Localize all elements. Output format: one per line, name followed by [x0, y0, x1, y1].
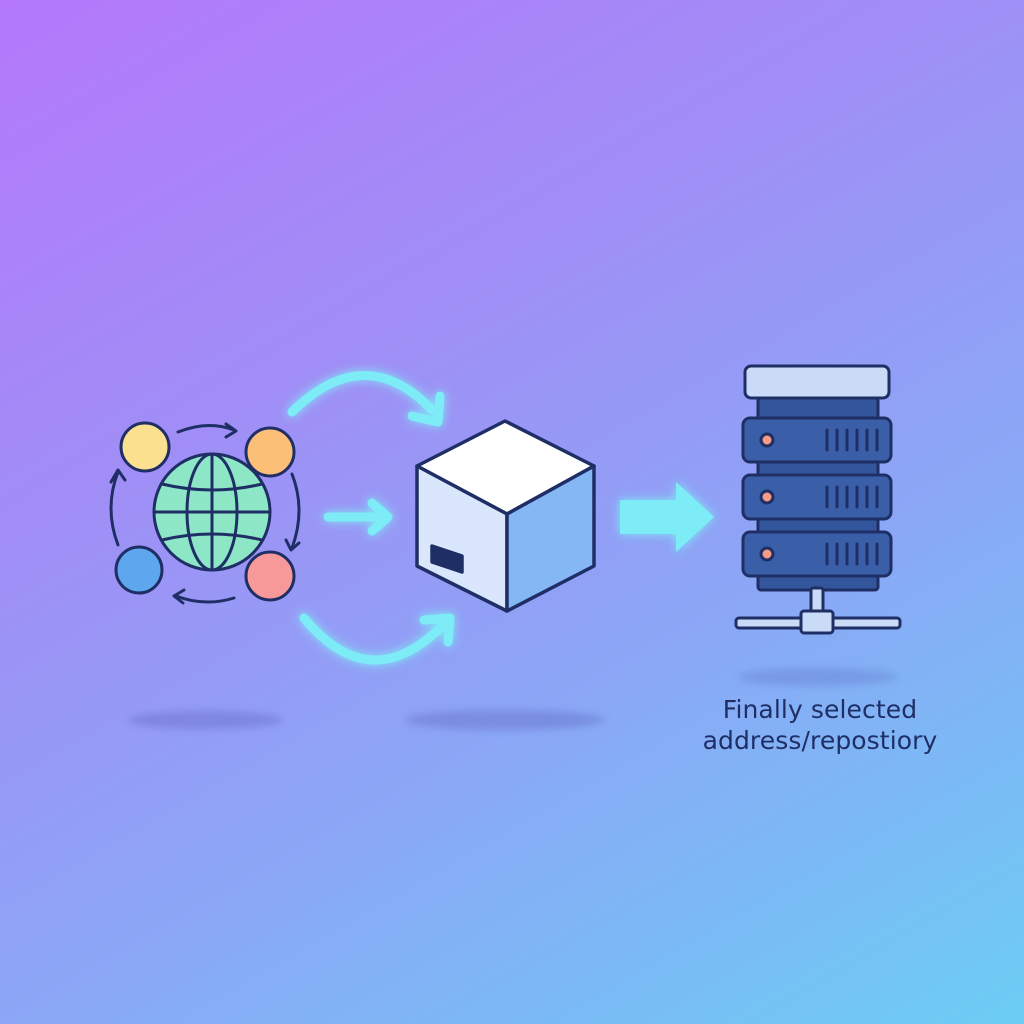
server-top-panel: [743, 364, 891, 400]
server-unit-1: [741, 416, 893, 464]
box-side-face: [505, 464, 596, 613]
straight-arrow-middle-icon: [323, 498, 393, 536]
arrows-to-package: [287, 371, 455, 665]
server-status-light-icon: [759, 546, 775, 562]
server-unit-2: [741, 473, 893, 521]
package-box-icon: [415, 419, 596, 613]
node-red-icon: [244, 550, 296, 602]
globe-network-icon: [109, 421, 301, 605]
curved-arrow-top-icon: [287, 371, 445, 427]
server-status-light-icon: [759, 432, 775, 448]
node-orange-icon: [244, 426, 296, 478]
node-blue-icon: [114, 545, 164, 595]
network-connector-icon: [734, 586, 902, 635]
server-rack-icon: [734, 364, 902, 635]
server-status-light-icon: [759, 489, 775, 505]
caption-line-1: Finally selected: [722, 695, 918, 724]
ground-shadow-right: [738, 668, 898, 686]
box-label-icon: [430, 544, 464, 574]
node-yellow-icon: [119, 421, 171, 473]
server-unit-3: [741, 530, 893, 578]
globe-icon: [152, 452, 272, 572]
ground-shadow-left: [127, 711, 283, 729]
curved-arrow-bottom-icon: [299, 613, 455, 665]
ground-shadow-middle: [405, 710, 605, 730]
arrow-to-repository-icon: [620, 482, 714, 552]
cycle-arrows-icon: [109, 422, 301, 605]
caption-line-2: address/repostiory: [702, 726, 938, 755]
